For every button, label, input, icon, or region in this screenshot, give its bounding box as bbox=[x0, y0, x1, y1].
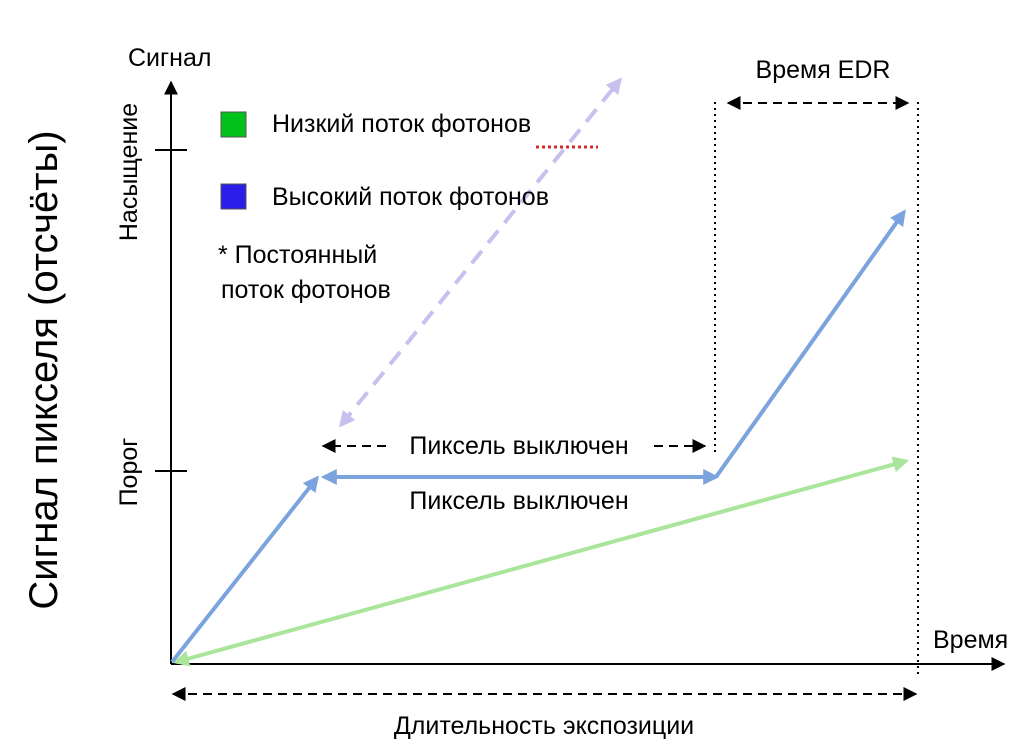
threshold-label: Порог bbox=[115, 438, 143, 507]
pixel-off-solid-label: Пиксель выключен bbox=[409, 487, 628, 515]
high-flux-rise-2 bbox=[714, 209, 906, 479]
legend-high-flux: Высокий поток фотонов bbox=[272, 183, 549, 211]
saturation-label: Насыщение bbox=[115, 103, 143, 241]
legend-low-flux: Низкий поток фотонов bbox=[272, 110, 531, 138]
edr-time-label: Время EDR bbox=[756, 56, 891, 84]
low-flux-swatch bbox=[220, 111, 247, 138]
high-flux-swatch bbox=[220, 183, 247, 210]
legend-note-line2: поток фотонов bbox=[221, 276, 391, 304]
pixel-off-dashed-label: Пиксель выключен bbox=[409, 432, 628, 460]
exposure-duration-label: Длительность экспозиции bbox=[394, 712, 694, 740]
y-axis-big-label: Сигнал пикселя (отсчёты) bbox=[22, 130, 66, 609]
y-axis-title: Сигнал bbox=[128, 44, 211, 72]
x-axis-title: Время bbox=[933, 626, 1008, 654]
extrapolation-line bbox=[338, 77, 623, 428]
high-flux-rise-1 bbox=[170, 475, 319, 664]
legend-note-line1: * Постоянный bbox=[218, 241, 377, 269]
low-flux-line bbox=[172, 456, 910, 667]
